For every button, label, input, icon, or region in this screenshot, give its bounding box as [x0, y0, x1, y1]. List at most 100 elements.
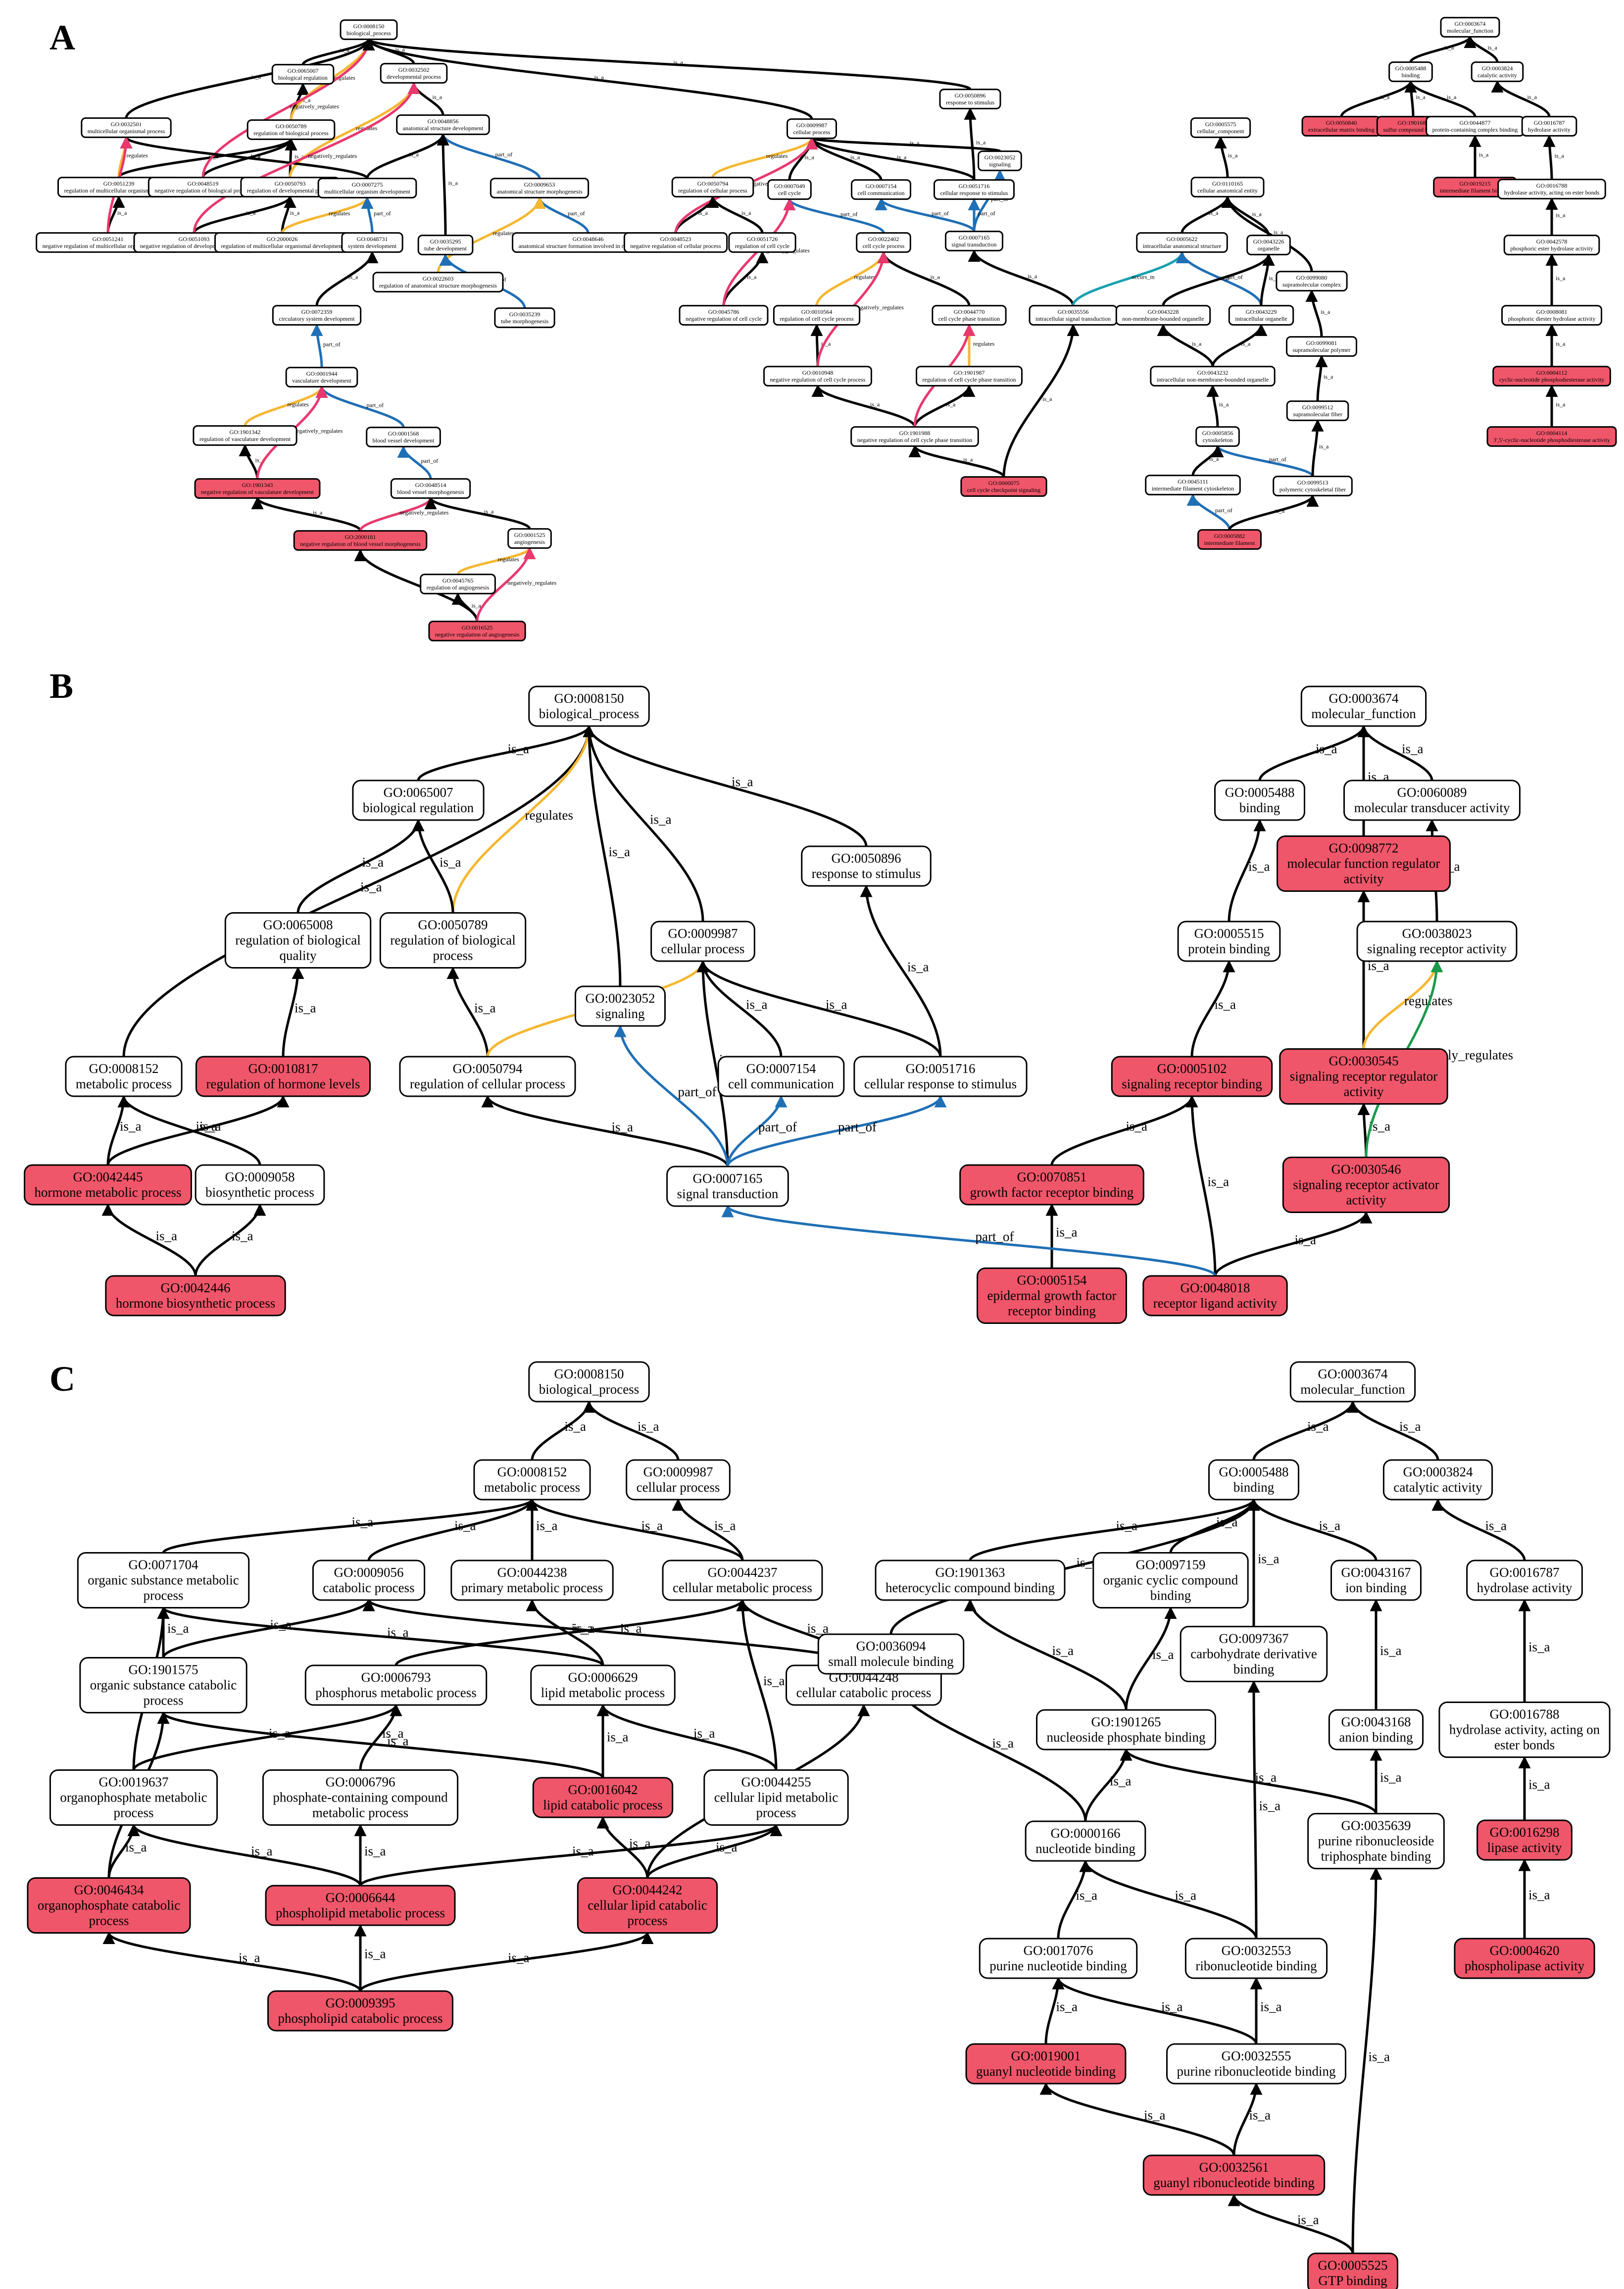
edge-label: part_of [976, 1229, 1014, 1244]
term-id: GO:0009395 [326, 1996, 395, 2010]
term-id: GO:0051726 [747, 236, 778, 243]
term-name: binding [1239, 800, 1280, 815]
term-id: GO:0016788 [1490, 1707, 1560, 1722]
edge-label: is_a [714, 1518, 736, 1533]
edge-is-a [1346, 1400, 1439, 1461]
term-id: GO:0007154 [746, 1061, 816, 1076]
term-name: supramolecular polymer [1293, 346, 1351, 353]
edge-is-a [969, 1498, 1260, 1561]
term-name: regulation of biological [235, 933, 360, 948]
edge-is-a [362, 38, 813, 120]
term-box [1180, 1626, 1328, 1682]
edge-is-a [1311, 419, 1324, 477]
edge-label: regulates [329, 210, 350, 217]
term-name: extracellular matrix binding [1308, 126, 1375, 133]
edge-is-a [412, 819, 454, 913]
edge-part-of [1186, 493, 1231, 531]
term-name: cell cycle phase transition [938, 315, 1000, 322]
edge-label: is_a [1255, 1770, 1277, 1785]
edge-is-a [315, 250, 379, 306]
term-name: cellular metabolic process [673, 1580, 812, 1595]
edge-is-a [162, 1599, 375, 1658]
term-box [1246, 235, 1291, 255]
term-id: GO:0022402 [868, 236, 899, 243]
term-name: regulation of cell cycle [735, 243, 789, 249]
edge-is-a [1404, 80, 1476, 117]
term-name: purine ribonucleoside [1318, 1834, 1434, 1849]
edge-label: is_a [1116, 1518, 1138, 1533]
term-box [1521, 116, 1577, 137]
term-box [193, 425, 297, 446]
edge-is-a [706, 195, 764, 234]
highlighted-term-box [105, 1275, 286, 1316]
term-name: process [628, 1913, 668, 1928]
edge-label: is_a [976, 139, 986, 146]
term-box [851, 179, 911, 200]
highlighted-term-box [1277, 835, 1451, 892]
edge-label: is_a [805, 154, 815, 161]
edge-label: is_a [1528, 1639, 1550, 1654]
edge-label: is_a [364, 1947, 386, 1961]
term-box [671, 177, 754, 197]
edge-is-a [583, 1400, 680, 1461]
term-name: biosynthetic process [205, 1185, 314, 1200]
term-name: regulation of cell cycle process [780, 315, 854, 322]
term-name: developmental process [387, 73, 441, 80]
term-id: GO:0048856 [428, 118, 459, 125]
term-name: epidermal growth factor [987, 1288, 1117, 1303]
edge-is-a [1052, 1977, 1258, 2045]
edge-label: is_a [746, 997, 768, 1012]
term-name: biological_process [346, 30, 391, 37]
term-box [1228, 305, 1294, 326]
term-name: negative regulation of angiogenesis [435, 631, 520, 638]
edge-is-a [101, 1203, 197, 1276]
edge-label: is_a [1260, 1999, 1282, 2014]
edge-label: is_a [348, 274, 358, 281]
edge-is-a [1211, 323, 1268, 367]
term-id: GO:0032555 [1222, 2048, 1291, 2063]
term-name: primary metabolic process [461, 1580, 603, 1595]
term-name: process [144, 1588, 184, 1603]
term-id: GO:0019215 [1460, 180, 1491, 187]
term-box [1466, 1559, 1583, 1601]
term-name: catalytic activity [1477, 72, 1517, 79]
edge-is-a [117, 1095, 261, 1166]
edge-label: is_a [698, 209, 708, 216]
term-box [1497, 179, 1606, 199]
edge-is-a [1247, 1680, 1260, 1939]
term-name: catabolic process [323, 1580, 414, 1595]
term-id: GO:0008150 [353, 23, 385, 30]
edge-is-a [646, 1824, 783, 1879]
edge-label: regulates [525, 808, 573, 823]
edge-is-a [1190, 960, 1235, 1057]
term-id: GO:0099513 [1297, 479, 1329, 486]
term-id: GO:0050793 [275, 180, 306, 187]
term-name: biological_process [539, 706, 639, 721]
term-name: angiogenesis [514, 538, 545, 545]
term-name: catalytic activity [1393, 1480, 1482, 1495]
edge-label: is_a [409, 151, 419, 158]
term-id: GO:0045111 [1178, 478, 1208, 485]
term-id: GO:0008150 [554, 691, 624, 706]
edge-is-a [526, 1599, 604, 1666]
edge-label: is_a [638, 1419, 659, 1434]
edge-label: is_a [196, 1119, 218, 1134]
edge-label: is_a [931, 274, 940, 281]
edge-label: is_a [1319, 443, 1329, 450]
